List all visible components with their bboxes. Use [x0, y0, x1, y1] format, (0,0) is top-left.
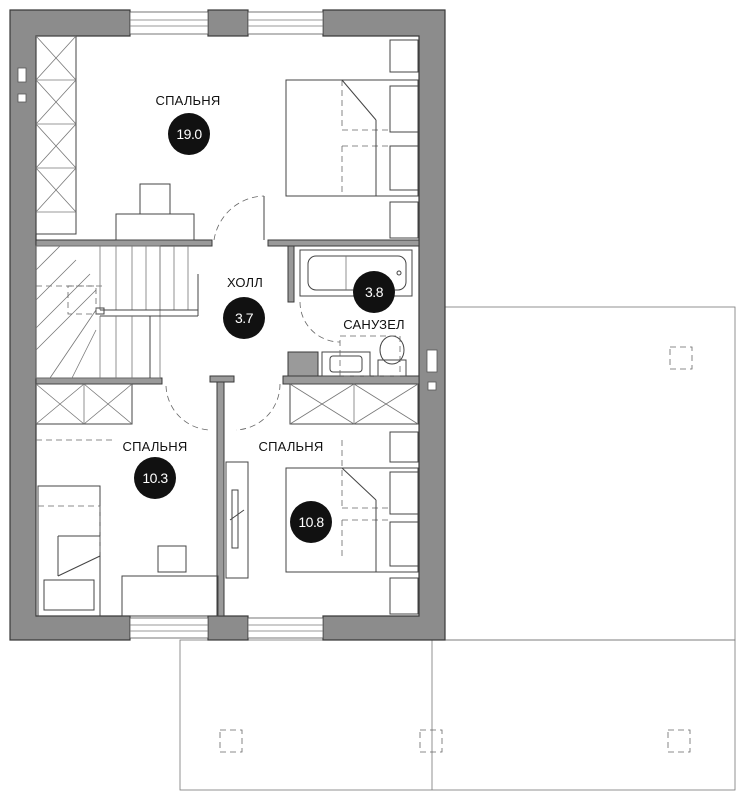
door-swing-hall-left — [165, 385, 211, 431]
door-swing-bathroom — [299, 301, 341, 343]
bed-top-right — [285, 39, 419, 239]
door-swing-bedroom-top — [213, 195, 265, 241]
room-name-bedroom-bottom-right: СПАЛЬНЯ — [259, 439, 324, 454]
room-label-bedroom-top: СПАЛЬНЯ 19.0 — [156, 93, 221, 155]
area-value-bedroom-bottom-right: 10.8 — [298, 514, 324, 530]
wardrobe-top-left — [35, 35, 77, 235]
area-value-bathroom: 3.8 — [365, 284, 384, 300]
area-badge-bedroom-bottom-right — [290, 501, 332, 543]
bed-bottom-right — [285, 431, 419, 615]
area-badge-bathroom — [353, 271, 395, 313]
staircase — [35, 245, 199, 379]
roof-outline — [179, 306, 736, 791]
room-name-bedroom-bottom-left: СПАЛЬНЯ — [123, 439, 188, 454]
area-badge-hall — [223, 297, 265, 339]
room-label-hall: ХОЛЛ 3.7 — [223, 275, 265, 339]
sink — [287, 351, 371, 377]
wardrobe-bottom-right — [289, 383, 419, 425]
room-label-bedroom-bottom-left: СПАЛЬНЯ 10.3 — [123, 439, 188, 499]
toilet — [339, 335, 407, 377]
desk-bottom-left — [121, 545, 219, 617]
interior-partitions — [35, 196, 420, 617]
room-name-hall: ХОЛЛ — [227, 275, 263, 290]
room-name-bedroom-top: СПАЛЬНЯ — [156, 93, 221, 108]
door-swing-hall-right — [235, 383, 281, 431]
area-value-hall: 3.7 — [235, 310, 254, 326]
wardrobe-bottom-left — [35, 383, 133, 425]
exterior-walls — [9, 9, 446, 641]
room-label-bathroom: 3.8 САНУЗЕЛ — [343, 271, 405, 332]
desk-top — [115, 183, 195, 241]
area-value-bedroom-top: 19.0 — [176, 126, 202, 142]
area-value-bedroom-bottom-left: 10.3 — [142, 470, 168, 486]
area-badge-bedroom-bottom-left — [134, 457, 176, 499]
bed-bottom-left — [36, 439, 114, 617]
room-label-bedroom-bottom-right: СПАЛЬНЯ 10.8 — [259, 439, 332, 543]
area-badge-bedroom-top — [168, 113, 210, 155]
closet-bottom-right — [225, 461, 249, 579]
room-name-bathroom: САНУЗЕЛ — [343, 317, 405, 332]
